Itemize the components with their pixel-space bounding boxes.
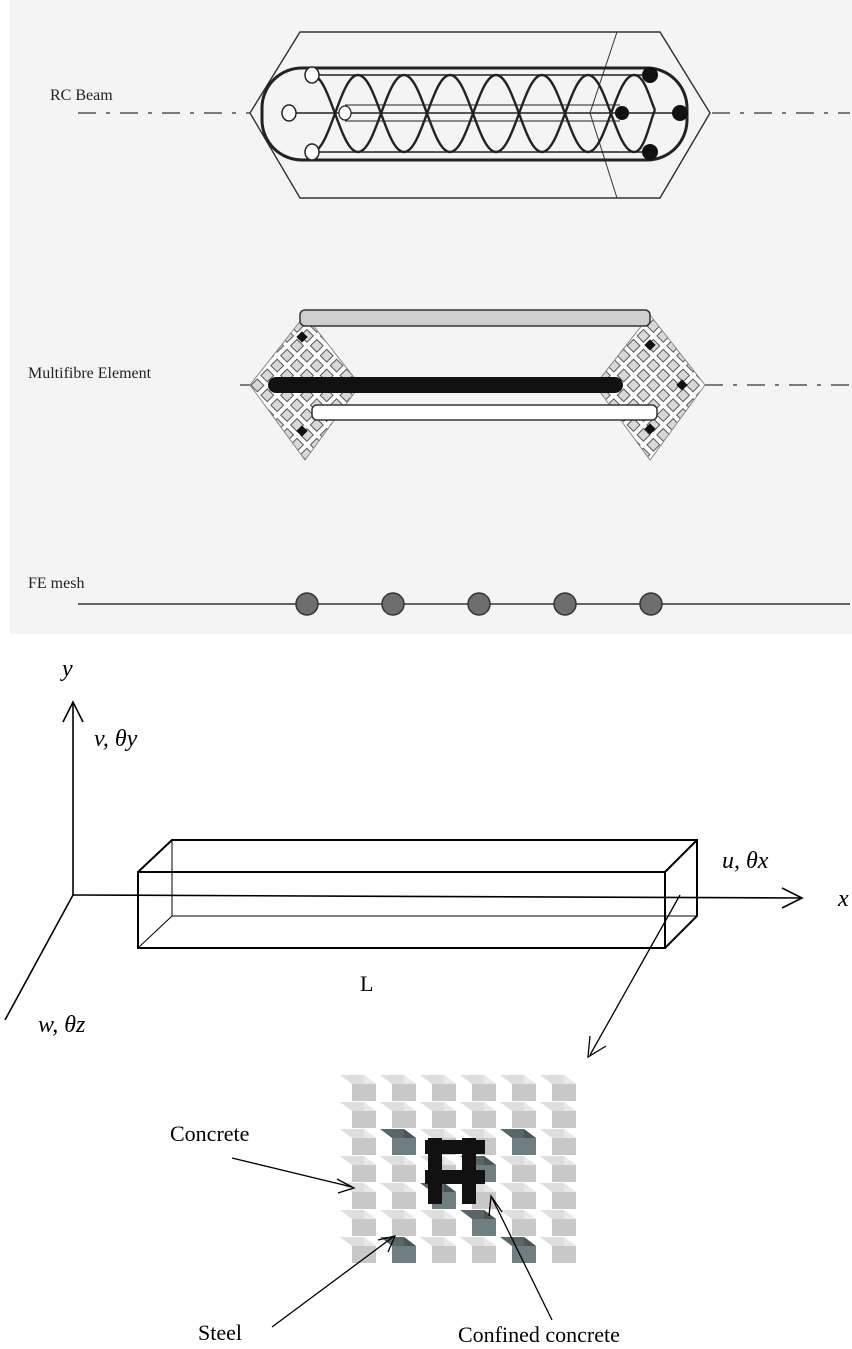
fe-node [639,592,663,616]
concrete-fibre [540,1210,576,1236]
x-axis [72,894,801,899]
concrete-fibre [500,1183,536,1209]
steel-fibre [500,1129,536,1155]
concrete-fibre [500,1075,536,1101]
fe-node [295,592,319,616]
concrete-leader-arrowhead [336,1178,356,1194]
concrete-fibre [340,1156,376,1182]
concrete-fibre [380,1156,416,1182]
concrete-fibre [340,1129,376,1155]
concrete-fibre [340,1075,376,1101]
fe-mesh-label: FE mesh [28,575,84,592]
confined-concrete-core [425,1138,485,1204]
concrete-fibre [540,1102,576,1128]
w-theta-z-label: w, θz [38,1012,86,1038]
confined-concrete-label: Confined concrete [458,1322,620,1347]
concrete-fibre [460,1075,496,1101]
concrete-fibre [420,1210,456,1236]
rc-beam-label: RC Beam [50,87,113,104]
concrete-fibre [340,1210,376,1236]
length-label: L [360,971,373,996]
concrete-fibre [380,1102,416,1128]
steel-leader-arrowhead [377,1235,397,1253]
concrete-fibre [500,1210,536,1236]
concrete-fibre [380,1210,416,1236]
z-axis [4,894,74,1021]
multifibre-element-drawing [249,309,706,461]
concrete-fibre [540,1129,576,1155]
concrete-leader [231,1157,353,1188]
y-axis-label: y [60,656,73,682]
concrete-fibre [420,1075,456,1101]
concrete-fibre [540,1183,576,1209]
steel-fibre [460,1210,496,1236]
fibre-section [340,1075,576,1263]
fe-node [467,592,491,616]
steel-fibre [380,1129,416,1155]
steel-leader [271,1236,394,1328]
concrete-fibre [500,1102,536,1128]
beam-prism [137,839,698,949]
concrete-fibre [540,1156,576,1182]
confined-concrete-leader-arrowhead [488,1194,503,1217]
concrete-fibre [500,1156,536,1182]
concrete-fibre [540,1075,576,1101]
fe-mesh-nodes [295,592,663,616]
x-axis-label: x [837,886,849,912]
concrete-fibre [460,1102,496,1128]
steel-fibre [500,1237,536,1263]
y-axis-arrow [62,700,84,723]
concrete-fibre [540,1237,576,1263]
x-axis-arrow [781,887,804,909]
concrete-fibre [420,1102,456,1128]
section-callout-arrowhead [587,1035,607,1059]
steel-fibre [380,1237,416,1263]
confined-concrete-leader [491,1197,553,1321]
concrete-fibre [460,1237,496,1263]
concrete-fibre [340,1183,376,1209]
u-theta-x-label: u, θx [722,848,769,874]
section-callout-arrow [589,894,681,1056]
concrete-fibre [380,1075,416,1101]
steel-label: Steel [198,1320,242,1345]
concrete-fibre [340,1237,376,1263]
rc-beam-drawing [249,31,711,199]
concrete-label: Concrete [170,1121,249,1146]
fe-node [381,592,405,616]
concrete-fibre [340,1102,376,1128]
multifibre-element-label: Multifibre Element [28,365,152,382]
v-theta-y-label: v, θy [94,726,138,752]
fe-node [553,592,577,616]
concrete-fibre [420,1237,456,1263]
concrete-fibre [380,1183,416,1209]
